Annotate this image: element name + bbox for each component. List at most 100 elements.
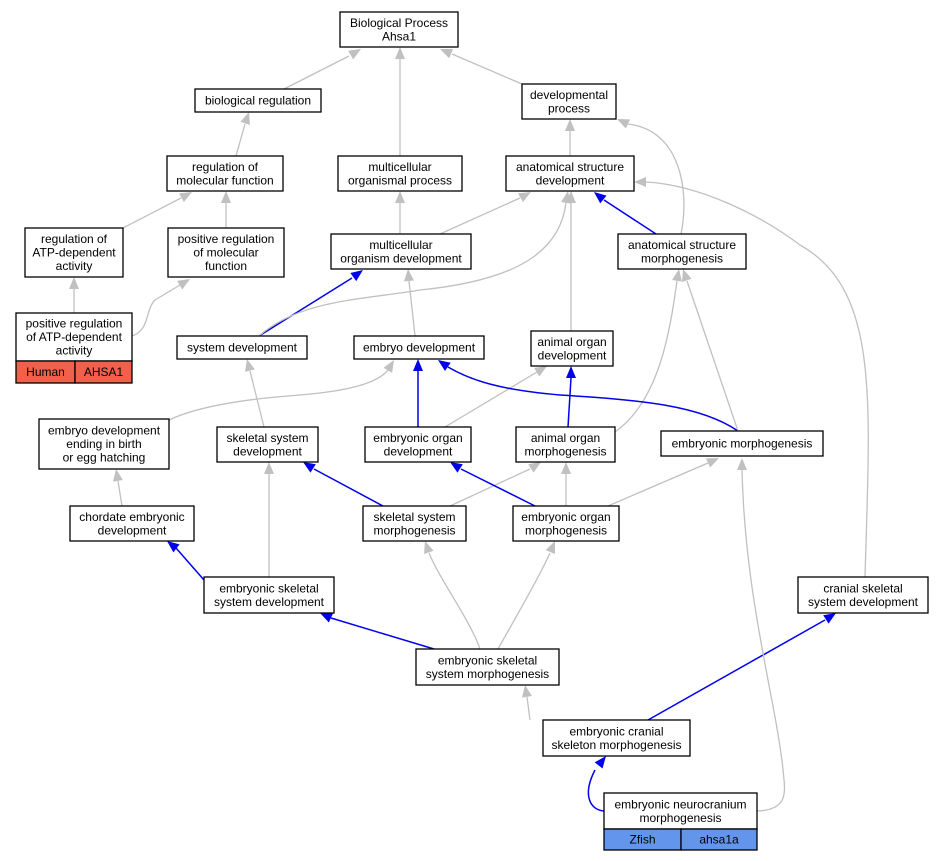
term-label: embryo development xyxy=(48,424,161,438)
edge-arrowhead xyxy=(566,191,576,203)
term-node-breg[interactable]: biological regulation xyxy=(194,88,322,113)
edge-line xyxy=(428,552,481,650)
edge-arrowhead xyxy=(320,613,333,623)
edge-arrowhead xyxy=(682,269,692,282)
term-node-sysdev[interactable]: system development xyxy=(176,335,308,360)
edge-line xyxy=(607,462,709,507)
edge-arrowhead xyxy=(565,119,575,131)
term-label: development xyxy=(384,444,453,458)
edge-arrowhead xyxy=(240,112,250,125)
term-box xyxy=(353,335,485,360)
term-node-embdev[interactable]: embryo development xyxy=(353,335,485,360)
edge-line xyxy=(614,280,678,433)
edge-arrowhead xyxy=(383,360,394,373)
term-box xyxy=(167,227,285,278)
edge-arrowhead xyxy=(561,462,571,474)
gene-cell xyxy=(680,828,758,851)
term-label: of ATP-dependent xyxy=(26,330,123,344)
edge-arrowhead xyxy=(518,192,531,203)
edge-line xyxy=(439,197,521,235)
edge-arrowhead xyxy=(528,462,541,473)
term-box xyxy=(24,227,124,278)
species-label: Human xyxy=(26,365,65,379)
term-label: developmental xyxy=(530,88,608,102)
term-box xyxy=(364,426,472,463)
edge-line xyxy=(258,277,353,337)
term-label: morphogenesis xyxy=(641,251,723,265)
term-box xyxy=(660,430,824,457)
term-node-embmorph[interactable]: embryonic morphogenesis xyxy=(660,430,824,457)
edge-arrowhead xyxy=(413,359,423,371)
term-label: morphogenesis xyxy=(524,444,606,458)
gene-label: ahsa1a xyxy=(699,833,739,847)
edge-arrowhead xyxy=(566,366,576,378)
term-label: Ahsa1 xyxy=(382,29,416,43)
edge-line xyxy=(175,547,205,581)
edge-line xyxy=(168,369,389,421)
term-label: animal organ xyxy=(531,431,600,445)
edge-arrowhead xyxy=(737,458,747,470)
term-box xyxy=(337,155,463,192)
term-label: organism development xyxy=(340,251,462,265)
term-label: system morphogenesis xyxy=(426,667,549,681)
term-box xyxy=(194,88,322,113)
edge-line xyxy=(497,552,551,650)
edge-arrowhead xyxy=(617,119,630,129)
term-label: morphogenesis xyxy=(639,811,721,825)
edge-line xyxy=(235,123,246,157)
term-box xyxy=(330,233,472,270)
term-label: activity xyxy=(56,344,93,358)
term-label: skeleton morphogenesis xyxy=(551,738,681,752)
species-label: Zfish xyxy=(629,833,655,847)
edge-arrowhead xyxy=(264,462,274,474)
term-box xyxy=(617,233,747,270)
edge-line xyxy=(330,617,435,650)
term-label: cranial skeletal xyxy=(823,581,902,595)
term-label: development xyxy=(98,523,167,537)
edge-arrowhead xyxy=(440,49,453,59)
edge-arrowhead xyxy=(823,613,836,624)
term-box xyxy=(797,576,929,614)
term-label: ATP-dependent xyxy=(32,246,116,260)
edge-line xyxy=(603,199,657,235)
term-label: embryonic neurocranium xyxy=(614,797,746,811)
term-label: Biological Process xyxy=(350,16,448,30)
edge-line xyxy=(249,370,265,428)
term-label: embryo development xyxy=(363,341,476,355)
zfish-gene-tag[interactable]: Zfish ahsa1a xyxy=(603,828,758,851)
edge-line xyxy=(117,480,123,507)
term-label: anatomical structure xyxy=(628,238,736,252)
term-label: multicellular xyxy=(369,238,432,252)
term-label: development xyxy=(233,444,302,458)
term-label: regulation of xyxy=(41,232,108,246)
edge-arrowhead xyxy=(594,192,607,204)
edge-line xyxy=(587,769,605,812)
term-box xyxy=(362,505,467,542)
